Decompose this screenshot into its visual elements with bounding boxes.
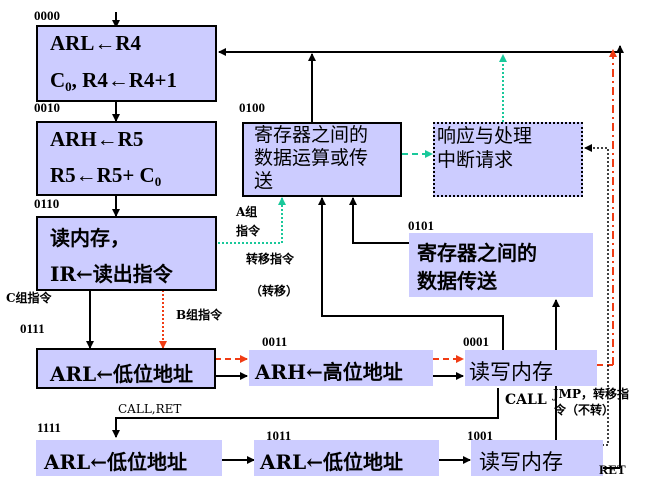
label-jump-taken: （转移） xyxy=(250,284,299,298)
state-0100-line-1: 寄存器之间的 xyxy=(254,124,369,146)
state-code-0100: 0100 xyxy=(239,100,265,115)
state-box-0001[interactable]: 读写内存 xyxy=(465,350,597,386)
state-code-1001: 1001 xyxy=(467,428,493,443)
interrupt-line-2: 中断请求 xyxy=(437,149,514,171)
label-call-ret: CALL,RET xyxy=(118,402,182,416)
state-code-0111: 0111 xyxy=(20,321,45,336)
label-jmp-line1: JMP，转移指 xyxy=(553,387,629,401)
state-0000-line-2: C0, R4←R4+1 xyxy=(50,68,177,94)
dotted-1001-interrupt xyxy=(584,144,609,446)
label-a-group: A组 xyxy=(236,205,258,219)
label-c-group: C组指令 xyxy=(6,291,52,305)
state-1001-line-1: 读写内存 xyxy=(479,450,563,474)
state-box-0110[interactable]: 读内存， IR←读出指令 xyxy=(36,216,217,291)
state-0001-line-1: 读写内存 xyxy=(469,360,553,384)
state-box-0000[interactable]: ARL←R4 C0, R4←R4+1 xyxy=(36,25,217,102)
state-box-0010[interactable]: ARH←R5 R5←R5+ C0 xyxy=(36,121,217,196)
state-code-1111: 1111 xyxy=(37,420,61,435)
state-code-0000: 0000 xyxy=(34,8,60,23)
arrow-0001-1111 xyxy=(112,388,499,438)
state-code-0101: 0101 xyxy=(408,218,434,233)
state-1111-line-1: ARL←低位地址 xyxy=(44,450,187,474)
state-0111-line-1: ARL←低位地址 xyxy=(50,362,193,386)
state-0101-line-1: 寄存器之间的 xyxy=(417,241,537,265)
state-box-0100[interactable]: 寄存器之间的 数据运算或传 送 xyxy=(242,122,402,197)
state-0100-line-2: 数据运算或传 xyxy=(254,147,369,169)
state-box-0011[interactable]: ARH←高位地址 xyxy=(249,350,433,386)
state-0110-line-1: 读内存， xyxy=(50,226,130,250)
state-box-interrupt[interactable]: 响应与处理 中断请求 xyxy=(433,122,583,197)
label-call: CALL xyxy=(505,392,547,408)
label-ret: RET xyxy=(599,462,626,477)
state-0000-line-1: ARL←R4 xyxy=(50,31,142,55)
state-box-0111[interactable]: ARL←低位地址 xyxy=(36,348,216,389)
state-box-1001[interactable]: 读写内存 xyxy=(471,440,603,476)
arrow-0001-0100 xyxy=(318,197,504,350)
label-jmp-line2: 令（不转） xyxy=(554,403,615,417)
state-0100-line-3: 送 xyxy=(254,170,274,192)
state-code-0010: 0010 xyxy=(34,100,60,115)
interrupt-line-1: 响应与处理 xyxy=(437,125,533,147)
state-code-0001: 0001 xyxy=(463,334,489,349)
arrow-0101-0100 xyxy=(349,197,409,244)
state-box-1111[interactable]: ARL←低位地址 xyxy=(36,440,222,476)
state-0011-line-1: ARH←高位地址 xyxy=(255,360,403,384)
state-0010-line-1: ARH←R5 xyxy=(50,127,144,151)
label-b-group: B组指令 xyxy=(176,308,223,322)
arrow-0110-0100-agroup xyxy=(218,197,286,244)
state-box-1011[interactable]: ARL←低位地址 xyxy=(254,440,439,476)
state-1011-line-1: ARL←低位地址 xyxy=(260,450,403,474)
state-0101-line-2: 数据传送 xyxy=(417,269,497,293)
state-box-0101[interactable]: 寄存器之间的 数据传送 xyxy=(409,233,593,297)
state-0110-line-2: IR←读出指令 xyxy=(50,262,173,286)
label-jump-instr: 转移指令 xyxy=(246,252,295,266)
state-code-1011: 1011 xyxy=(266,428,292,443)
state-code-0011: 0011 xyxy=(262,334,288,349)
state-code-0110: 0110 xyxy=(34,196,60,211)
label-a-group-instr: 指令 xyxy=(236,224,261,238)
state-0010-line-2: R5←R5+ C0 xyxy=(50,163,162,189)
